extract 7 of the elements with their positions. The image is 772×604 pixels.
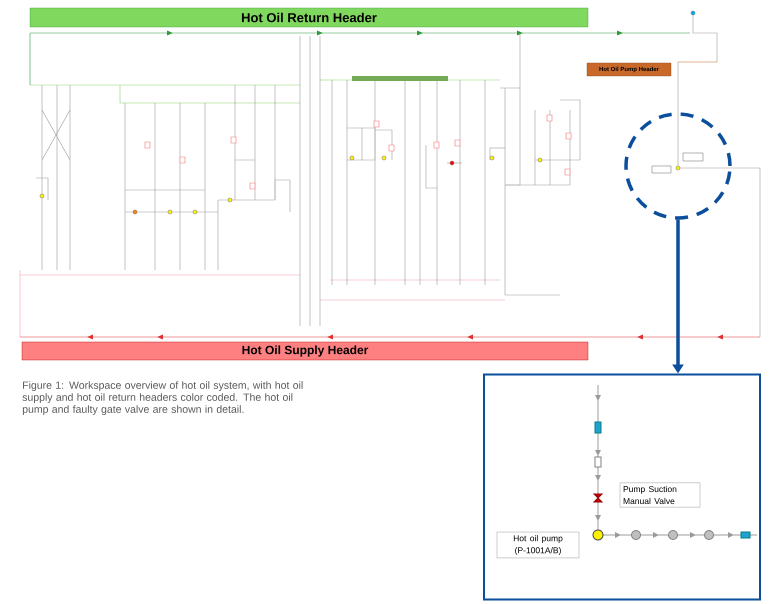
caption: Figure 1: Workspace overview of hot oil system, with hot oil supply and hot oil return headers color coded. The hot oil pump and faulty gate valve are shown in detail. (22, 381, 303, 415)
detail-box (483, 374, 761, 600)
header-band: Hot Oil Return Header (30, 8, 588, 28)
label-box: Pump Suction Manual Valve (620, 482, 700, 508)
label-box: Hot oil pump (P-1001A/B) (496, 532, 580, 558)
header-band: Hot Oil Supply Header (22, 342, 588, 360)
dashed-circle (624, 112, 732, 220)
